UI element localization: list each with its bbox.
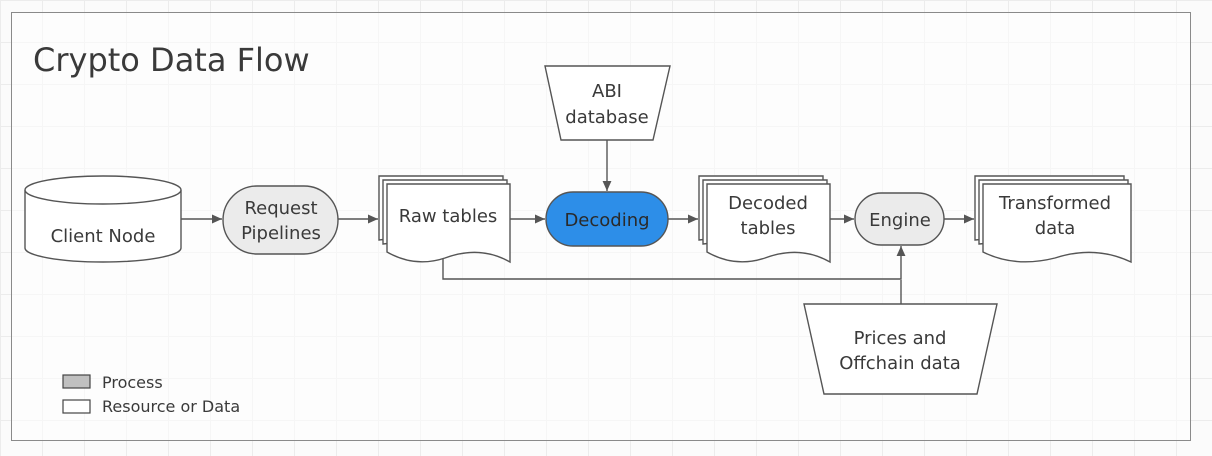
decoded-tables-label-line2: tables bbox=[741, 218, 796, 239]
legend-process-label: Process bbox=[102, 373, 163, 392]
node-request-pipelines: Request Pipelines bbox=[222, 185, 339, 255]
decoding-label: Decoding bbox=[564, 210, 649, 231]
legend: Process Resource or Data bbox=[62, 373, 240, 416]
node-decoded-tables: Decoded tables bbox=[698, 175, 831, 264]
node-abi-database: ABI database bbox=[544, 65, 671, 141]
edge-raw-to-engine bbox=[442, 246, 906, 280]
legend-process-swatch bbox=[62, 374, 91, 389]
diagram-title: Crypto Data Flow bbox=[33, 41, 310, 79]
legend-resource-swatch bbox=[62, 399, 91, 414]
request-pipelines-label-line2: Pipelines bbox=[241, 223, 321, 244]
client-node-label: Client Node bbox=[51, 226, 156, 247]
edges bbox=[181, 140, 974, 304]
node-client-node: Client Node bbox=[24, 175, 182, 263]
request-pipelines-label-line1: Request bbox=[244, 198, 317, 219]
prices-offchain-label-line1: Prices and bbox=[854, 328, 947, 349]
legend-resource-label: Resource or Data bbox=[102, 397, 240, 416]
transformed-data-label-line1: Transformed bbox=[998, 193, 1111, 214]
node-prices-offchain: Prices and Offchain data bbox=[803, 303, 998, 395]
node-engine: Engine bbox=[854, 192, 945, 246]
decoded-tables-label-line1: Decoded bbox=[728, 193, 808, 214]
abi-database-label-line1: ABI bbox=[592, 81, 622, 102]
abi-database-label-line2: database bbox=[565, 107, 648, 128]
node-transformed-data: Transformed data bbox=[974, 175, 1132, 264]
node-raw-tables: Raw tables bbox=[378, 175, 511, 264]
raw-tables-label: Raw tables bbox=[399, 206, 498, 227]
engine-label: Engine bbox=[869, 210, 931, 231]
node-decoding: Decoding bbox=[545, 191, 669, 247]
prices-offchain-label-line2: Offchain data bbox=[839, 353, 961, 374]
transformed-data-label-line2: data bbox=[1035, 218, 1076, 239]
